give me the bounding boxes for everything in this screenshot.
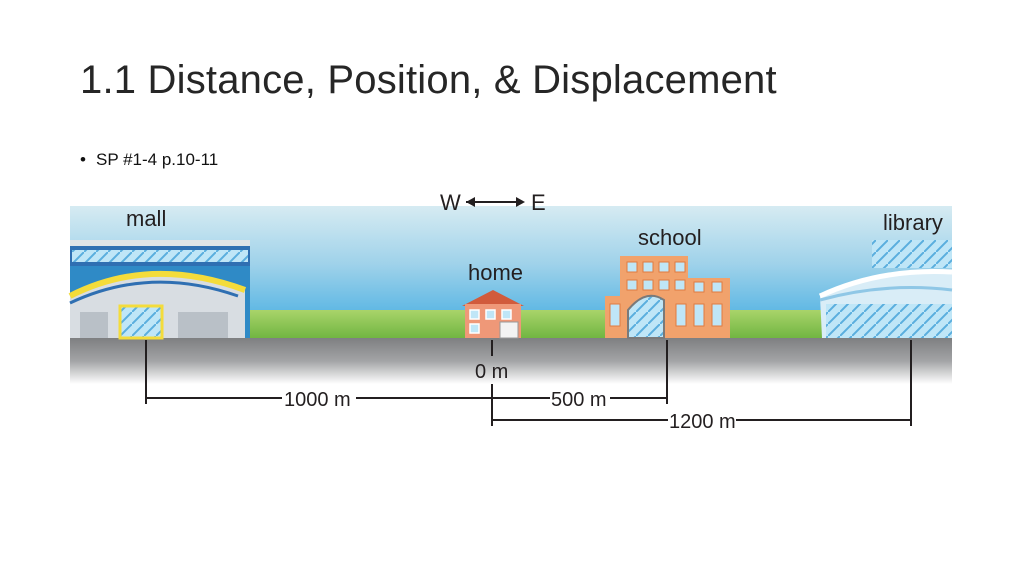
school-building: school: [605, 225, 730, 339]
origin-marker: 0 m: [475, 340, 508, 383]
slide-title: 1.1 Distance, Position, & Displacement: [80, 58, 777, 102]
bullet-item: • SP #1-4 p.10-11: [80, 150, 218, 170]
library-building: library: [818, 210, 953, 338]
compass-west-label: W: [440, 190, 461, 215]
library-label: library: [883, 210, 943, 235]
distance-label-mall-home: 1000 m: [284, 389, 351, 411]
compass: W E: [440, 190, 546, 215]
east-west-arrow-icon: [466, 197, 525, 207]
distance-label-home-school: 500 m: [551, 389, 607, 411]
origin-label: 0 m: [475, 361, 508, 383]
distance-label-home-library: 1200 m: [669, 411, 736, 433]
compass-east-label: E: [531, 190, 546, 215]
mall-label: mall: [126, 206, 166, 231]
bullet-text: SP #1-4 p.10-11: [96, 150, 219, 169]
bullet-dot: •: [80, 150, 86, 169]
measurement-home-to-library: [492, 340, 912, 426]
school-label: school: [638, 225, 702, 250]
road: [70, 338, 952, 384]
home-label: home: [468, 260, 523, 285]
home-building: home: [462, 260, 524, 339]
mall-building: mall: [68, 206, 250, 340]
measurement-mall-to-home: [145, 340, 492, 404]
